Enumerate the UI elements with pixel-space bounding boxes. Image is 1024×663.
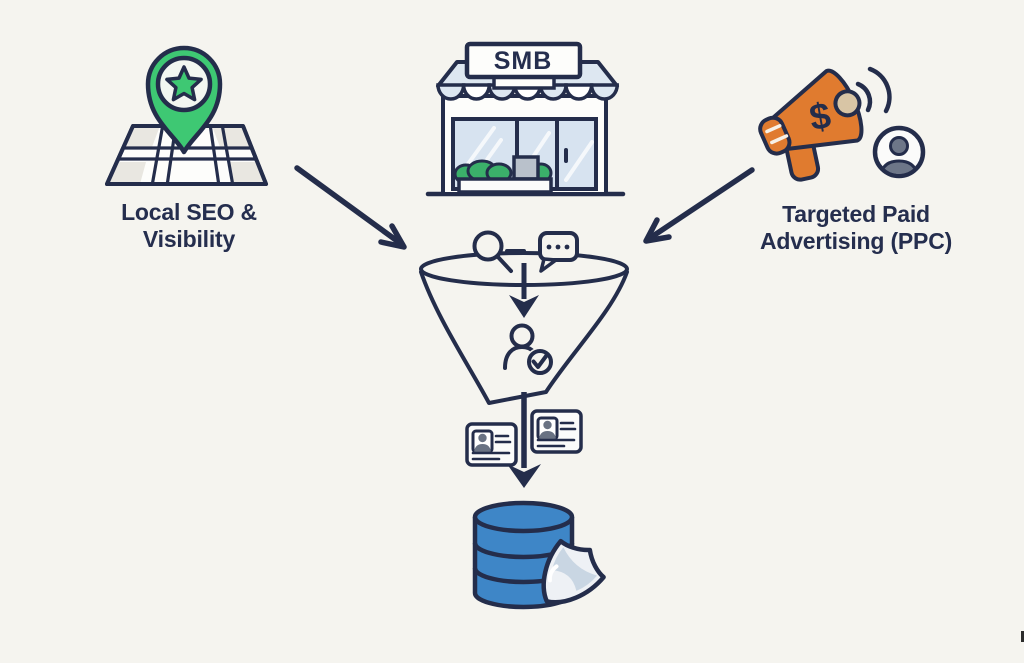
map-pin-star-icon — [105, 45, 268, 186]
store-plants — [453, 155, 553, 194]
star-icon — [165, 65, 203, 102]
database-icon — [472, 500, 606, 610]
verified-lead-icon — [503, 323, 555, 377]
chat-bubble-icon — [538, 231, 579, 273]
arrow-funnel-to-database — [507, 392, 541, 488]
storefront-icon: SMB — [425, 41, 626, 197]
store-sign: SMB — [464, 41, 583, 90]
contact-card-icon — [530, 409, 583, 454]
lead-funnel-icon — [419, 230, 629, 405]
arrow-local-to-funnel — [294, 165, 407, 250]
funnel-intake-arrow — [509, 263, 539, 318]
edge-artifact — [1021, 631, 1024, 642]
shield-icon — [541, 538, 606, 605]
smb-sign-text: SMB — [494, 47, 553, 75]
person-circle-icon — [872, 125, 926, 179]
funnel-body — [419, 270, 629, 405]
sound-wave-icon — [867, 66, 892, 114]
counter-box — [512, 155, 540, 181]
megaphone-mouthpiece — [758, 115, 792, 156]
ppc-label: Targeted Paid Advertising (PPC) — [736, 201, 976, 255]
arrow-ppc-to-funnel — [643, 167, 755, 244]
local-seo-label: Local SEO & Visibility — [86, 199, 292, 253]
sound-wave-icon — [855, 81, 873, 113]
location-pin-icon — [145, 45, 223, 155]
megaphone-dollar-icon: $ — [758, 66, 926, 182]
contact-card-icon — [465, 422, 518, 467]
planter-ledge — [457, 177, 553, 194]
search-icon — [472, 230, 513, 273]
local-seo-label-line2: Visibility — [142, 226, 236, 252]
megaphone-bell — [833, 89, 862, 118]
ppc-label-line2: Advertising (PPC) — [759, 228, 953, 254]
local-seo-label-line1: Local SEO & — [121, 199, 257, 225]
ppc-label-line1: Targeted Paid — [782, 201, 930, 227]
